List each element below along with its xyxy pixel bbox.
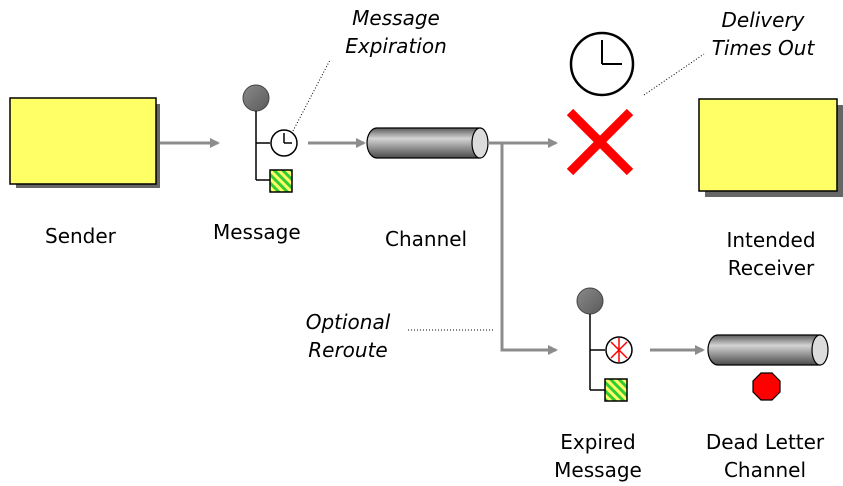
stop-sign-icon (752, 372, 781, 401)
message-icon (242, 84, 298, 193)
timeout-clock-icon (569, 31, 635, 97)
red-x-icon (566, 108, 634, 176)
channel-pipe (366, 127, 489, 159)
sender-label: Sender (45, 224, 116, 248)
intended-receiver-label-line1: Intended (726, 228, 816, 252)
sender-box (9, 97, 160, 188)
optional-reroute-label-line2: Reroute (308, 338, 388, 362)
dead-letter-channel-label-line2: Channel (723, 458, 807, 482)
dead-letter-channel-label: Dead Letter Channel (700, 428, 830, 484)
expired-clock-icon (605, 336, 633, 364)
optional-reroute-label: Optional Reroute (296, 308, 400, 364)
expired-message-icon (576, 287, 633, 402)
message-expiration-label-line2: Expiration (345, 34, 447, 58)
expired-message-label-line2: Message (554, 458, 642, 482)
delivery-times-out-label-line1: Delivery (721, 8, 805, 32)
intended-receiver-label-line2: Receiver (727, 256, 815, 280)
intended-receiver-label: Intended Receiver (712, 226, 830, 282)
dead-letter-channel-pipe (707, 334, 829, 366)
expired-message-label-line1: Expired (560, 430, 636, 454)
dead-letter-channel-label-line1: Dead Letter (705, 430, 825, 454)
message-label: Message (213, 220, 301, 244)
delivery-times-out-label: Delivery Times Out (700, 6, 826, 62)
intended-receiver-box (698, 98, 843, 197)
optional-reroute-label-line1: Optional (305, 310, 391, 334)
expiration-pointer (292, 59, 331, 132)
striped-body-icon (604, 378, 628, 402)
reroute-line (500, 143, 558, 355)
clock-icon (270, 129, 298, 157)
timeout-pointer (643, 53, 705, 96)
message-expiration-label-line1: Message (352, 6, 440, 30)
striped-body-icon (269, 169, 293, 193)
delivery-times-out-label-line2: Times Out (711, 36, 815, 60)
message-expiration-label: Message Expiration (336, 4, 456, 60)
expired-message-label: Expired Message (548, 428, 648, 484)
channel-label: Channel (385, 227, 468, 251)
